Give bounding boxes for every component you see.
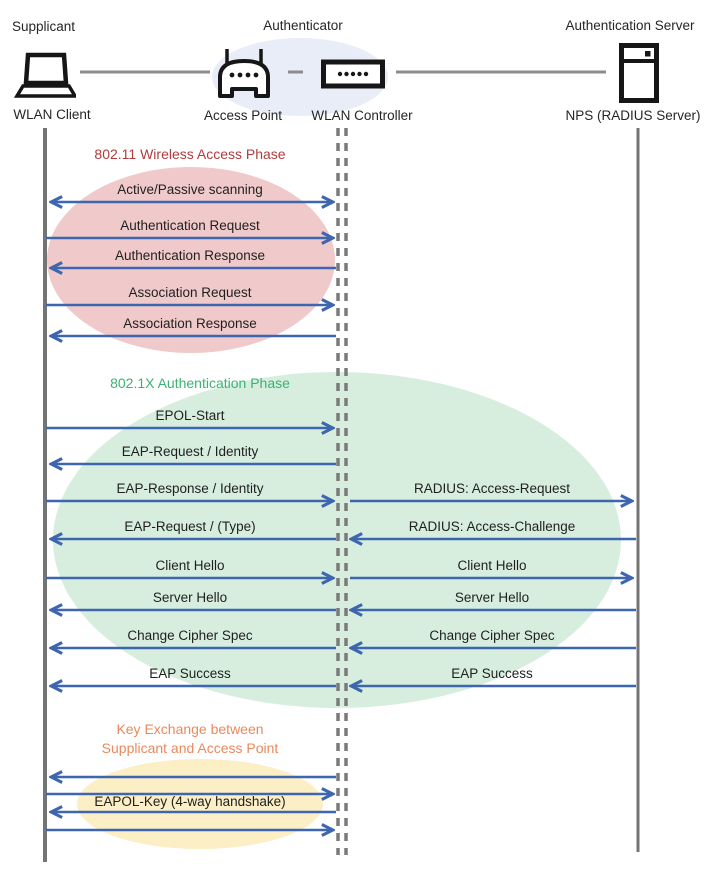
message-label-authentication-request: Authentication Request: [120, 218, 260, 233]
message-label-radius-access-request: RADIUS: Access-Request: [413, 481, 571, 496]
message-label-authentication-response: Authentication Response: [114, 248, 266, 263]
message-label-eap-request-type: EAP-Request / (Type): [124, 519, 256, 534]
message-label-client-hello-left: Client Hello: [155, 558, 225, 573]
phase-title-authentication: 802.1X Authentication Phase: [110, 375, 290, 391]
key-exchange-phase-ellipse: [77, 759, 323, 849]
device-wlan-client-label: WLAN Client: [13, 107, 91, 122]
message-label-change-cipher-spec-right: Change Cipher Spec: [429, 628, 555, 643]
message-label-server-hello-left: Server Hello: [152, 590, 228, 605]
wlan-controller-icon: [321, 59, 385, 89]
message-label-active-passive-scanning: Active/Passive scanning: [117, 182, 263, 197]
message-label-eap-success-left: EAP Success: [149, 666, 231, 681]
message-label-eap-response-identity: EAP-Response / Identity: [116, 481, 264, 496]
message-label-eapol-key: EAPOL-Key (4-way handshake): [94, 794, 286, 809]
message-label-server-hello-right: Server Hello: [454, 590, 530, 605]
role-authentication-server-label: Authentication Server: [565, 18, 695, 33]
left-span-arrows: [46, 202, 336, 830]
phase-title-wireless-access: 802.11 Wireless Access Phase: [94, 146, 286, 162]
access-point-icon: [218, 49, 270, 98]
wireless-access-phase-ellipse: [47, 167, 335, 353]
device-access-point-label: Access Point: [203, 108, 283, 123]
message-label-radius-access-challenge: RADIUS: Access-Challenge: [408, 519, 576, 534]
right-span-arrows: [350, 501, 636, 686]
server-icon: [619, 43, 659, 103]
message-label-change-cipher-spec-left: Change Cipher Spec: [127, 628, 253, 643]
message-label-association-request: Association Request: [128, 285, 252, 300]
laptop-icon: [14, 52, 76, 98]
role-supplicant-label: Supplicant: [12, 19, 76, 34]
device-nps-label: NPS (RADIUS Server): [565, 108, 701, 123]
message-label-epol-start: EPOL-Start: [155, 408, 225, 423]
message-label-association-response: Association Response: [123, 316, 257, 331]
message-label-eap-success-right: EAP Success: [451, 666, 533, 681]
device-wlan-controller-label: WLAN Controller: [311, 108, 413, 123]
phase-title-key-exchange-line1: Key Exchange between: [116, 721, 264, 737]
message-label-client-hello-right: Client Hello: [457, 558, 527, 573]
role-authenticator-label: Authenticator: [263, 18, 343, 33]
phase-title-key-exchange-line2: Supplicant and Access Point: [101, 740, 279, 756]
message-label-eap-request-identity: EAP-Request / Identity: [121, 444, 259, 459]
